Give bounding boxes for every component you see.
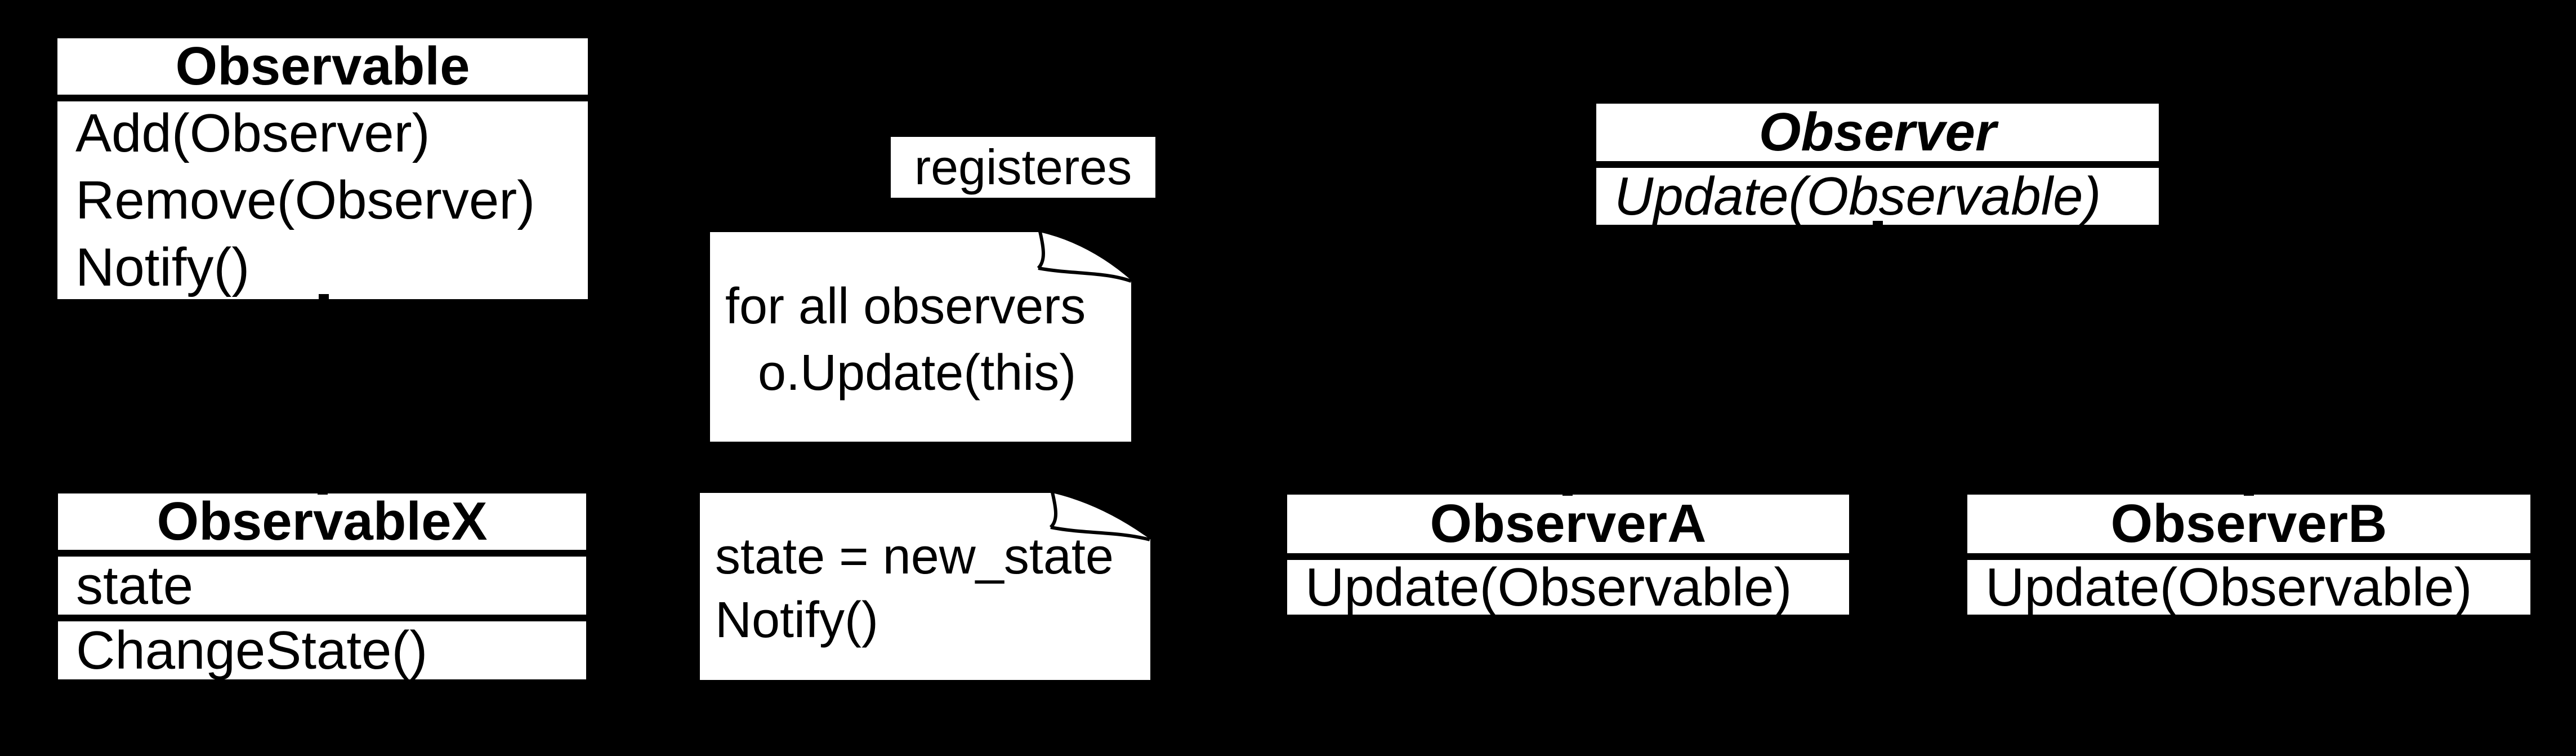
note-text-line: for all observers xyxy=(725,278,1086,335)
class-observable-title: Observable xyxy=(54,35,591,98)
class-observerb-methods: Update(Observable) xyxy=(1964,557,2534,618)
class-observablex-title: ObservableX xyxy=(55,490,590,553)
note-shape xyxy=(697,490,1154,683)
method-item: Update(Observable) xyxy=(1305,557,1792,617)
note-body xyxy=(697,490,1154,683)
method-item: Remove(Observer) xyxy=(75,170,535,230)
association-label-text: registeres xyxy=(914,139,1132,195)
note-fold-corner-icon xyxy=(1038,266,1132,283)
attribute-item: state xyxy=(76,555,194,616)
note-shape xyxy=(707,229,1135,445)
class-name: ObserverB xyxy=(2110,493,2387,554)
class-observablex-methods: ChangeState() xyxy=(55,618,590,683)
note-text-line: state = new_state xyxy=(715,528,1114,585)
class-observable-methods: Add(Observer) Remove(Observer) Notify() xyxy=(54,98,591,303)
class-observer-title: Observer xyxy=(1593,100,2162,164)
note-change-state-behavior: state = new_state Notify() xyxy=(696,489,1154,684)
generalization-line-stub xyxy=(1562,489,1573,496)
method-item: Notify() xyxy=(75,237,250,297)
note-text-line: Notify() xyxy=(715,592,878,648)
method-item: Update(Observable) xyxy=(1985,557,2472,617)
method-item: Update(Observable) xyxy=(1614,166,2101,226)
class-name: ObserverA xyxy=(1430,493,1707,554)
method-item: Add(Observer) xyxy=(75,103,430,163)
class-observer-methods: Update(Observable) xyxy=(1593,164,2162,228)
class-observerb-title: ObserverB xyxy=(1964,491,2534,557)
class-name: Observer xyxy=(1758,102,1997,162)
class-observablex-attributes: state xyxy=(55,553,590,618)
note-fold-corner-icon xyxy=(1037,231,1045,270)
note-text-line: o.Update(this) xyxy=(758,345,1077,401)
class-observera-title: ObserverA xyxy=(1284,491,1852,557)
generalization-line-stub xyxy=(318,488,328,495)
note-body xyxy=(707,229,1135,445)
class-name: ObservableX xyxy=(157,491,488,552)
class-observera-methods: Update(Observable) xyxy=(1284,557,1852,618)
generalization-line-stub xyxy=(1873,221,1883,228)
class-name: Observable xyxy=(175,36,470,96)
note-fold-corner-icon xyxy=(1049,492,1057,529)
note-notify-behavior: for all observers o.Update(this) xyxy=(706,228,1135,446)
generalization-line-stub xyxy=(2244,489,2254,496)
note-fold-corner-icon xyxy=(1050,526,1150,541)
method-item: ChangeState() xyxy=(76,620,428,681)
association-label-registeres: registeres xyxy=(891,137,1155,198)
generalization-line-stub xyxy=(319,294,329,301)
